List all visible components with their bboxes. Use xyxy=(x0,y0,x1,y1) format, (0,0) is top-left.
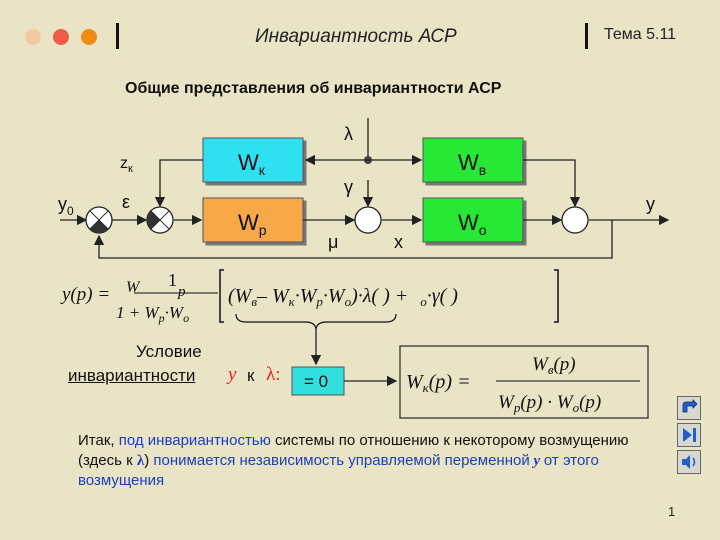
condition-to: к xyxy=(247,366,255,385)
page-number: 1 xyxy=(668,504,676,519)
svg-text:1: 1 xyxy=(168,270,177,290)
zk-label: zк xyxy=(120,155,133,175)
epsilon-label: ε xyxy=(122,192,130,212)
mu-label: μ xyxy=(328,232,338,252)
transfer-formula: y(p) = W 1 p 1 + Wp·Wo (Wв– Wк·Wp·Wo)·λ(… xyxy=(60,269,559,331)
equals-zero-box xyxy=(291,366,345,396)
summer-2 xyxy=(561,206,589,234)
summer-1 xyxy=(354,206,382,234)
header-divider-left xyxy=(116,23,119,49)
summary-part8: от этого возмущения xyxy=(78,452,599,489)
block-wk-label: Wк xyxy=(238,150,266,178)
nav-sound-button[interactable] xyxy=(677,450,701,474)
header-dot-2 xyxy=(53,29,69,45)
summary-part7: y xyxy=(529,453,544,469)
equals-zero-label: = 0 xyxy=(304,372,328,391)
block-wv-label: Wв xyxy=(458,150,486,178)
svg-text:Wр(p) · Wо(p): Wр(p) · Wо(p) xyxy=(498,392,601,415)
y-label: y xyxy=(646,194,655,214)
result-formula-box xyxy=(399,345,649,419)
block-wo xyxy=(422,197,524,243)
header-dot-3 xyxy=(81,29,97,45)
nav-next-button[interactable] xyxy=(677,423,701,447)
svg-text:Wв(p): Wв(p) xyxy=(532,354,576,377)
result-formula: Wк(p) = Wв(p) Wр(p) · Wо(p) xyxy=(406,354,640,415)
comparator-2 xyxy=(146,206,174,234)
block-wv xyxy=(422,137,524,183)
comparator-1 xyxy=(85,206,113,234)
svg-text:(Wв– Wк·Wp·Wo)·λ( ) +o·γ(: (Wв– Wк·Wp·Wo)·λ( ) +o·γ( ) xyxy=(228,285,458,309)
block-wr-label: Wр xyxy=(238,210,267,238)
slide-title: Инвариантность АСР xyxy=(255,26,457,47)
summary-part1: Итак, xyxy=(78,432,119,449)
nav-return-button[interactable] xyxy=(677,396,701,420)
x-label: x xyxy=(394,232,403,252)
summary-part5: ) xyxy=(144,452,154,469)
slide-subtitle: Общие представления об инвариантности АС… xyxy=(125,80,502,97)
summary-part2: под инвариантностью xyxy=(118,432,271,449)
lambda-label: λ xyxy=(344,124,353,144)
return-arrow-icon xyxy=(682,399,698,413)
topic-label: Тема 5.11 xyxy=(604,26,677,43)
sound-icon xyxy=(682,455,696,469)
condition-var-lambda: λ: xyxy=(266,364,281,385)
svg-text:1 + Wp·Wo: 1 + Wp·Wo xyxy=(116,303,189,325)
block-wo-label: Wо xyxy=(458,210,487,238)
condition-line1: Условие xyxy=(136,342,202,361)
svg-text:W: W xyxy=(126,279,141,296)
summary-text: Итак, под инвариантностью системы по отн… xyxy=(78,431,638,491)
play-next-icon xyxy=(683,428,696,442)
condition-var-y: y xyxy=(228,364,237,385)
condition-line2: инвариантности xyxy=(68,366,196,385)
gamma-label: γ xyxy=(344,177,353,197)
header-divider-right xyxy=(585,23,588,49)
svg-text:y(p) =: y(p) = xyxy=(60,284,110,305)
svg-text:p: p xyxy=(177,284,186,300)
summary-part3: системы по отношению к некоторому возмущ… xyxy=(78,432,629,469)
summary-part6: понимается независимость управляемой пер… xyxy=(153,452,530,469)
header-dot-1 xyxy=(25,29,41,45)
summary-part4: λ xyxy=(136,453,145,469)
y0-label: y0 xyxy=(58,194,74,218)
svg-text:Wк(p) =: Wк(p) = xyxy=(406,371,471,395)
